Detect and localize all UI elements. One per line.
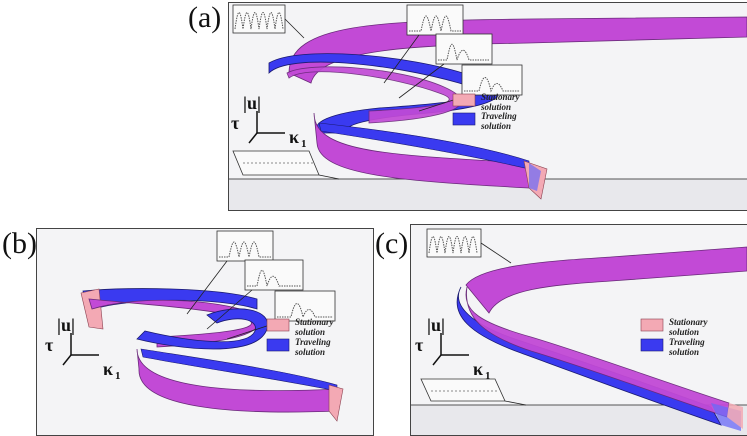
panel-a: Stationary solution Traveling solution |… xyxy=(228,2,747,211)
axis-label-tau: τ xyxy=(231,113,240,133)
legend-label-traveling-2: solution xyxy=(294,347,325,357)
ribbon-middle xyxy=(88,298,259,348)
axis-label-kappa-sub: 1 xyxy=(485,370,491,382)
legend-swatch-stationary xyxy=(266,318,290,332)
legend-label-stationary-1: Stationary xyxy=(295,317,335,327)
floor-inset xyxy=(420,378,506,402)
panel-label-b: (b) xyxy=(2,227,37,260)
axis-label-u: |u| xyxy=(57,315,75,335)
legend-swatch-stationary xyxy=(452,93,476,107)
panel-b-illustration: Stationary solution Traveling solution |… xyxy=(45,230,344,422)
ribbon-back xyxy=(465,246,747,314)
axes-glyph: |u| τ κ 1 xyxy=(415,315,491,382)
legend-label-traveling-2: solution xyxy=(668,347,699,357)
axes-glyph: |u| τ κ 1 xyxy=(45,315,121,382)
legend-label-traveling-1: Traveling xyxy=(481,111,517,121)
panel-c: Stationary solution Traveling solution |… xyxy=(410,224,747,436)
axis-label-kappa: κ xyxy=(473,359,483,379)
legend-label-stationary-2: solution xyxy=(480,102,511,112)
profile-inset-3 xyxy=(435,33,493,65)
legend-swatch-traveling xyxy=(266,338,290,352)
axis-label-kappa: κ xyxy=(289,127,299,147)
legend-swatch-traveling xyxy=(452,112,476,126)
legend-label-stationary-2: solution xyxy=(668,327,699,337)
profile-inset-1 xyxy=(216,230,274,262)
profile-inset-1 xyxy=(426,228,482,258)
profile-inset-3 xyxy=(274,290,336,322)
legend-label-traveling-2: solution xyxy=(480,121,511,131)
profile-inset-2 xyxy=(244,259,304,291)
legend-label-stationary-1: Stationary xyxy=(669,317,709,327)
end-cap-stationary xyxy=(727,403,743,429)
profile-inset-4 xyxy=(461,64,523,96)
axis-label-kappa-sub: 1 xyxy=(115,370,121,382)
axis-label-tau: τ xyxy=(415,335,424,355)
ribbon-middle xyxy=(286,66,462,124)
panel-label-a: (a) xyxy=(188,1,222,34)
axis-label-u: |u| xyxy=(427,315,445,335)
ribbon-loop xyxy=(136,308,268,350)
legend-label-traveling-1: Traveling xyxy=(295,337,331,347)
legend-label-stationary-1: Stationary xyxy=(481,92,521,102)
panel-label-c: (c) xyxy=(375,227,409,260)
end-cap-right xyxy=(328,384,344,422)
panel-c-illustration: Stationary solution Traveling solution |… xyxy=(411,228,747,435)
axes-glyph: |u| τ κ 1 xyxy=(231,93,307,150)
legend-swatch-stationary xyxy=(640,318,664,332)
profile-inset-1 xyxy=(232,4,286,34)
panel-b: Stationary solution Traveling solution |… xyxy=(36,228,374,436)
legend-label-traveling-1: Traveling xyxy=(669,337,705,347)
axis-label-kappa-sub: 1 xyxy=(301,138,307,150)
axis-label-u: |u| xyxy=(243,93,261,113)
panel-a-illustration: Stationary solution Traveling solution |… xyxy=(229,4,747,210)
end-cap-traveling xyxy=(529,163,541,191)
legend-label-stationary-2: solution xyxy=(294,327,325,337)
floor-inset xyxy=(232,150,320,176)
legend-swatch-traveling xyxy=(640,338,664,352)
axis-label-tau: τ xyxy=(45,335,54,355)
profile-inset-2 xyxy=(406,4,464,36)
axis-label-kappa: κ xyxy=(103,359,113,379)
